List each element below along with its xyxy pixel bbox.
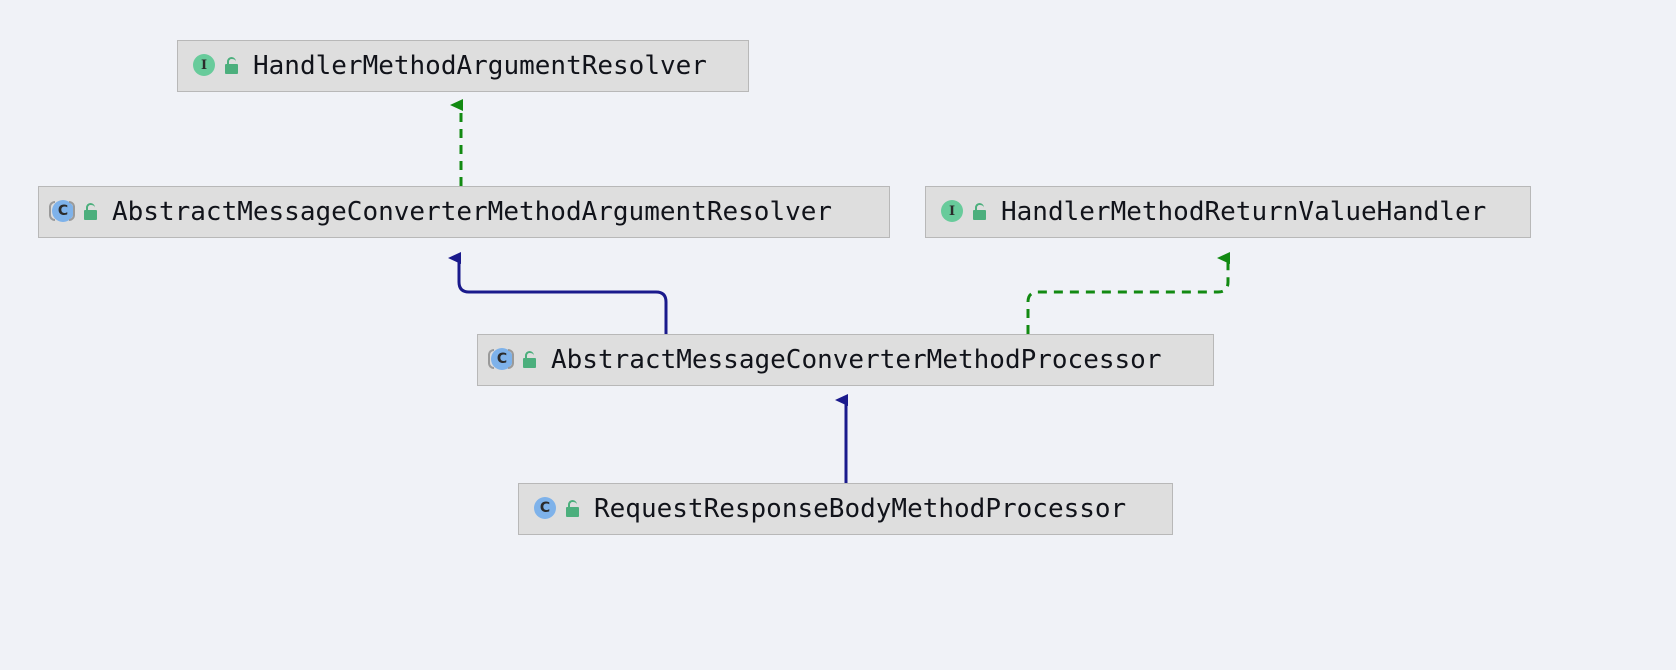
class-node-abstract-message-converter-method-processor[interactable]: C AbstractMessageConverterMethodProcesso…: [477, 334, 1214, 386]
class-node-label: RequestResponseBodyMethodProcessor: [594, 494, 1127, 524]
abstract-class-icon: C: [488, 347, 514, 373]
unlocked-padlock-icon: [971, 202, 989, 222]
unlocked-padlock-icon: [223, 56, 241, 76]
unlocked-padlock-icon: [82, 202, 100, 222]
class-node-abstract-message-converter-method-argument-resolver[interactable]: C AbstractMessageConverterMethodArgument…: [38, 186, 890, 238]
node-icons: I: [190, 53, 241, 79]
class-node-label: HandlerMethodReturnValueHandler: [1001, 197, 1487, 227]
node-icons: C: [531, 496, 582, 522]
node-icons: C: [49, 199, 100, 225]
unlocked-padlock-icon: [521, 350, 539, 370]
node-icons: C: [488, 347, 539, 373]
class-node-handler-method-argument-resolver[interactable]: I HandlerMethodArgumentResolver: [177, 40, 749, 92]
interface-icon: I: [938, 199, 964, 225]
interface-icon: I: [190, 53, 216, 79]
class-node-label: AbstractMessageConverterMethodArgumentRe…: [112, 197, 833, 227]
class-node-request-response-body-method-processor[interactable]: C RequestResponseBodyMethodProcessor: [518, 483, 1173, 535]
class-node-label: HandlerMethodArgumentResolver: [253, 51, 707, 81]
edge-extends-argument-resolver: [448, 252, 668, 334]
node-icons: I: [938, 199, 989, 225]
abstract-class-icon: C: [49, 199, 75, 225]
class-node-label: AbstractMessageConverterMethodProcessor: [551, 345, 1162, 375]
class-node-handler-method-return-value-handler[interactable]: I HandlerMethodReturnValueHandler: [925, 186, 1531, 238]
class-icon: C: [531, 496, 557, 522]
unlocked-padlock-icon: [564, 499, 582, 519]
edge-implements-return-value-handler: [1026, 252, 1230, 334]
